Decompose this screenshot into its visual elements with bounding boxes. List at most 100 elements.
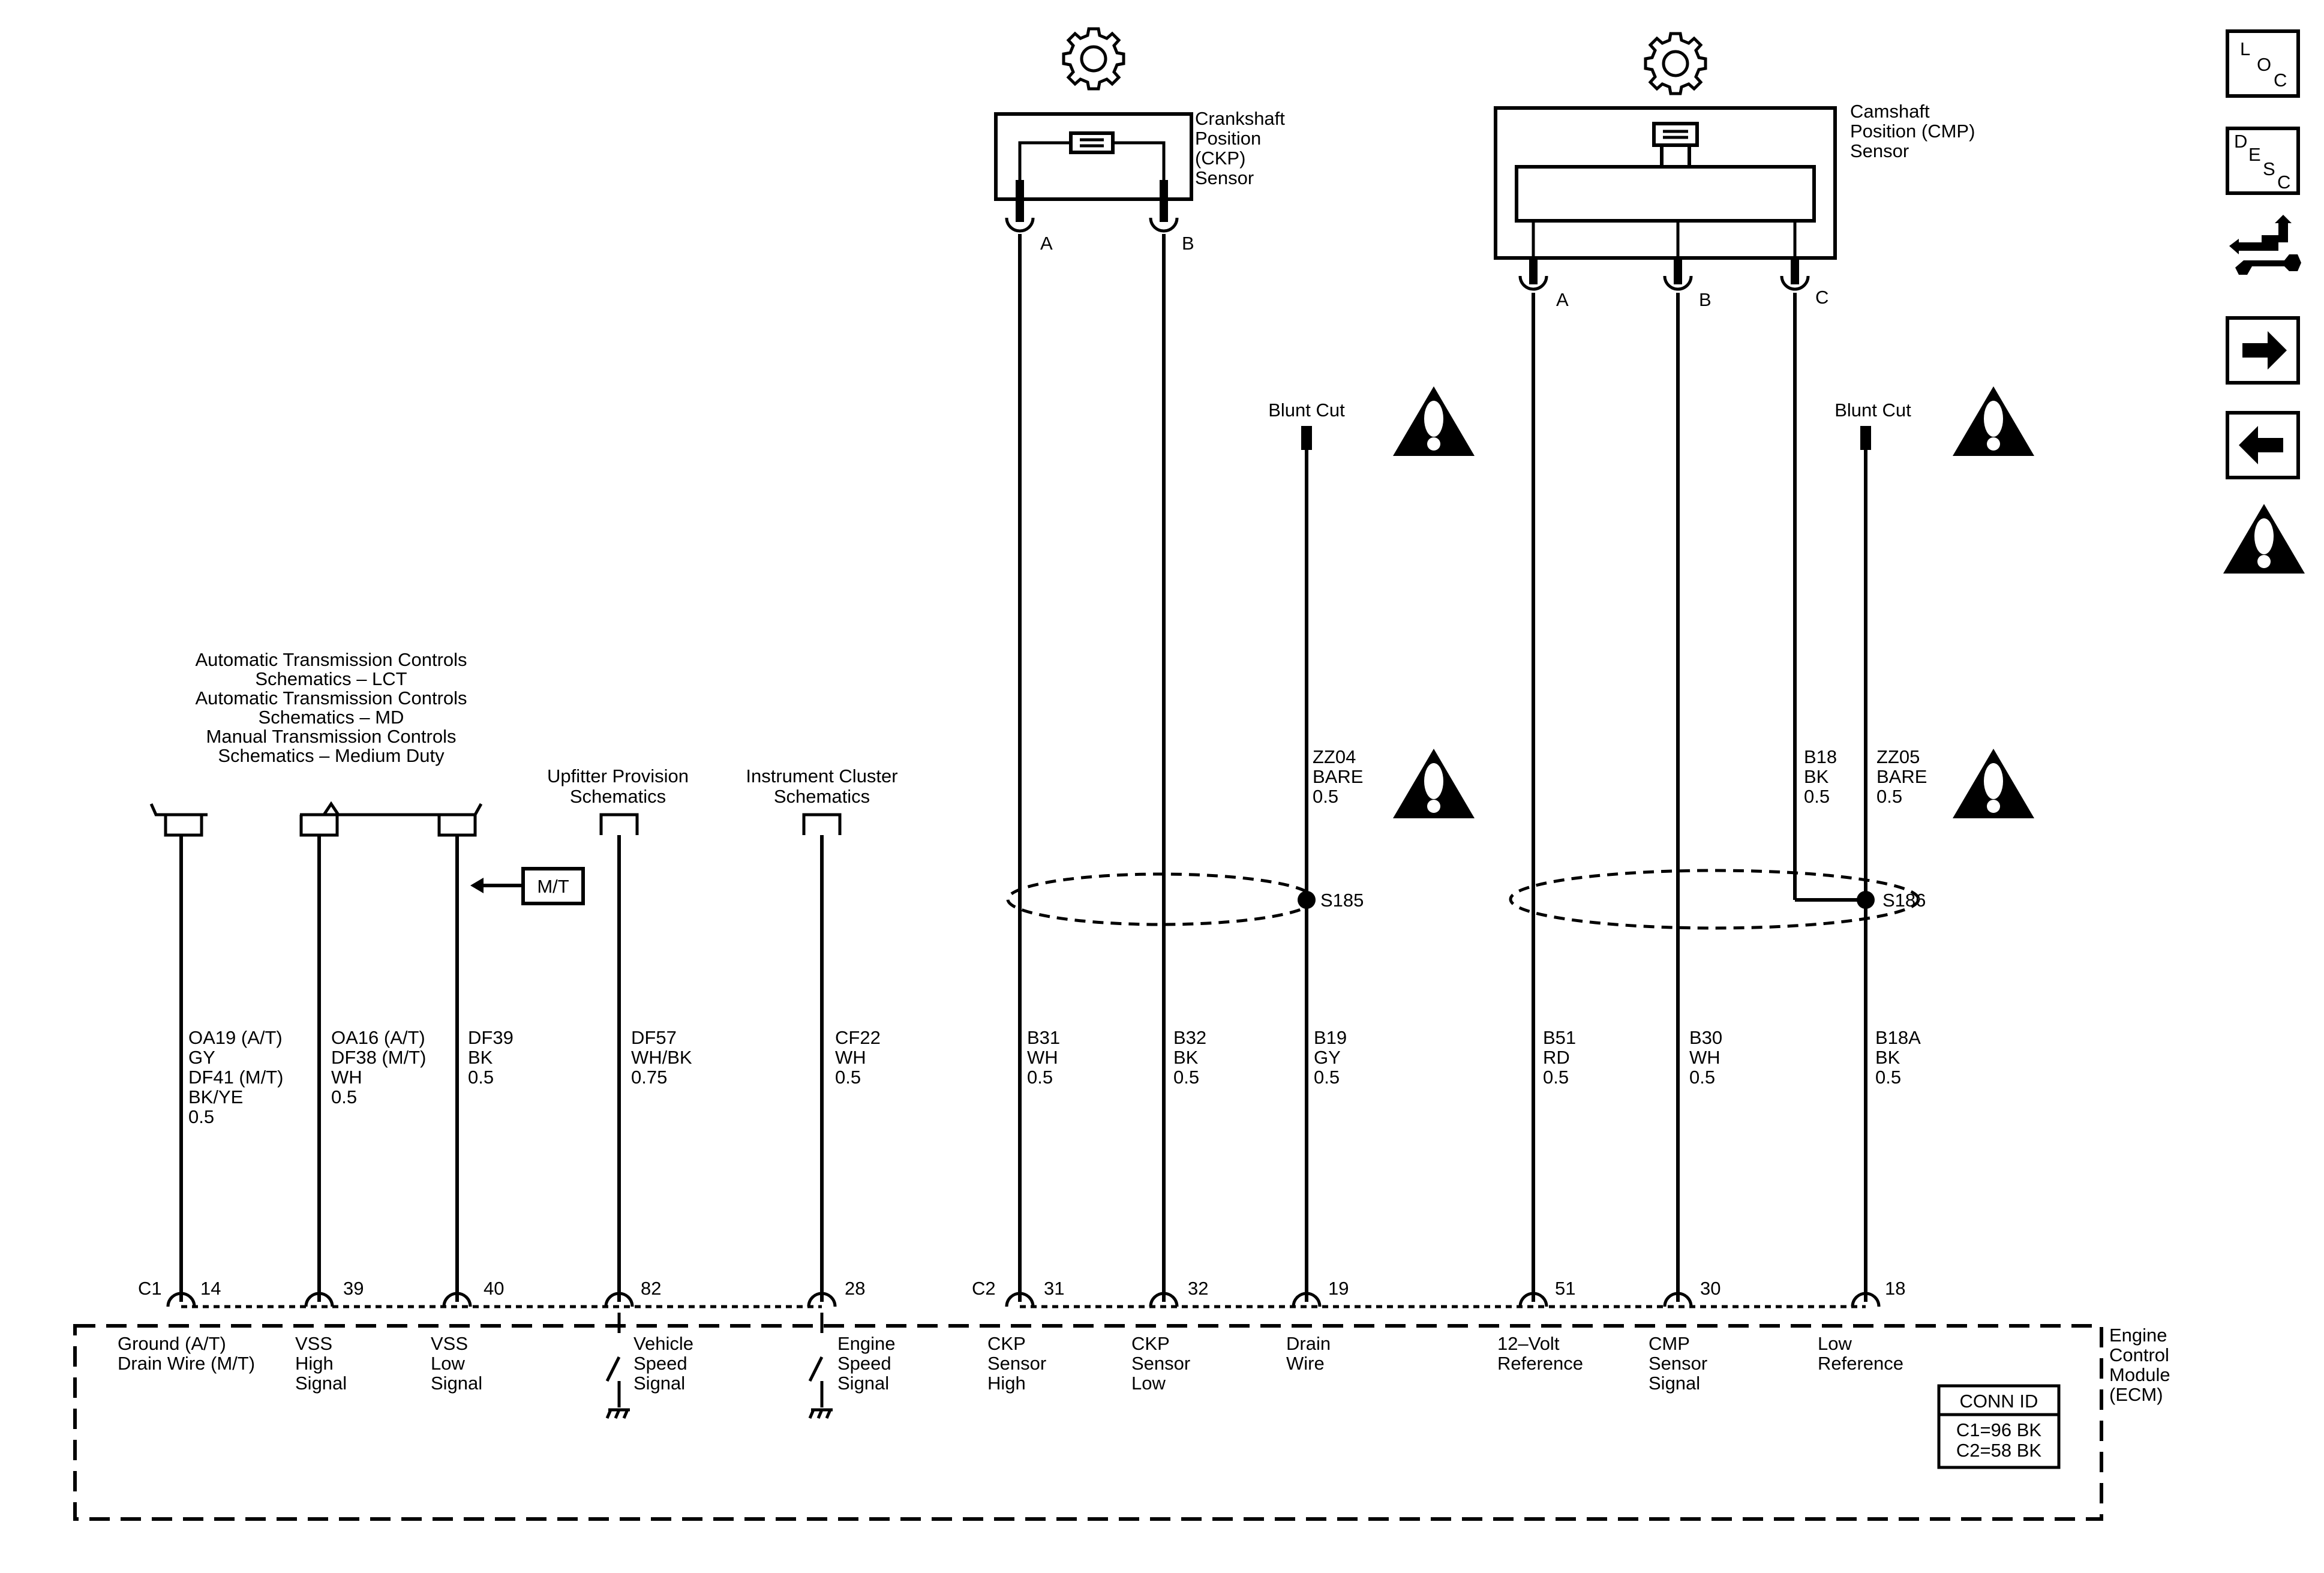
svg-text:D: D xyxy=(2234,131,2247,152)
conn-id-row: C2=58 BK xyxy=(1956,1440,2042,1461)
splice-dot xyxy=(1857,891,1875,909)
pin-number: 32 xyxy=(1188,1278,1208,1299)
warning-icon[interactable] xyxy=(2223,504,2305,574)
pin-label: C xyxy=(1815,287,1828,308)
pin-label: B xyxy=(1699,289,1712,310)
svg-text:C: C xyxy=(2277,172,2290,193)
schematic-reference-bracket[interactable] xyxy=(802,813,842,835)
sensor-element-icon xyxy=(1652,122,1699,147)
warning-icon[interactable] xyxy=(1953,749,2034,818)
loc-icon[interactable]: L O C xyxy=(2226,29,2300,98)
svg-text:S: S xyxy=(2263,158,2275,179)
svg-text:L: L xyxy=(2240,38,2250,59)
connector-label: C2 xyxy=(972,1278,996,1299)
pin-number: 31 xyxy=(1044,1278,1064,1299)
previous-page-icon[interactable] xyxy=(2226,411,2300,479)
splice-label: S186 xyxy=(1882,890,1926,911)
pin-number: 14 xyxy=(200,1278,221,1299)
connector-wrench-icon[interactable] xyxy=(2229,215,2301,275)
svg-text:M/T: M/T xyxy=(537,876,569,897)
gear-icon xyxy=(1064,29,1124,89)
internal-switch xyxy=(810,1313,833,1418)
desc-icon[interactable]: D E S C xyxy=(2226,127,2300,195)
conn-id-row: C1=96 BK xyxy=(1956,1419,2042,1440)
arrow-left-icon xyxy=(470,878,484,893)
pin-label: B xyxy=(1182,233,1194,254)
pin-number: 82 xyxy=(641,1278,661,1299)
shield-ellipse xyxy=(1006,872,1316,926)
svg-text:C: C xyxy=(2274,70,2287,91)
splice-dot xyxy=(1298,891,1316,909)
blunt-cut-label: Blunt Cut xyxy=(1834,400,1911,421)
blunt-cut-end xyxy=(1860,426,1871,450)
pin-function: Ground (A/T)Drain Wire (M/T) xyxy=(118,1333,255,1374)
pin-number: 40 xyxy=(484,1278,504,1299)
pin-number: 51 xyxy=(1555,1278,1575,1299)
conn-id-title: CONN ID xyxy=(1960,1391,2038,1412)
schematic-reference-bracket[interactable] xyxy=(599,813,639,835)
pin-number: 18 xyxy=(1885,1278,1905,1299)
splice-label: S185 xyxy=(1320,890,1364,911)
mt-option-tag: M/T xyxy=(470,867,585,905)
wires xyxy=(179,234,1867,1302)
svg-text:E: E xyxy=(2248,144,2261,165)
pin-number: 28 xyxy=(845,1278,865,1299)
pin-label: A xyxy=(1556,289,1569,310)
pin-label: A xyxy=(1040,233,1053,254)
pin-number: 19 xyxy=(1328,1278,1349,1299)
pin-number: 39 xyxy=(343,1278,364,1299)
arrow-right-icon xyxy=(2242,331,2287,370)
warning-icon[interactable] xyxy=(1953,386,2034,456)
sensor-element-icon xyxy=(1069,131,1115,154)
next-page-icon[interactable] xyxy=(2226,316,2300,385)
conn-id-table: CONN ID C1=96 BK C2=58 BK xyxy=(1937,1384,2061,1469)
blunt-cut-label: Blunt Cut xyxy=(1268,400,1345,421)
pin-number: 30 xyxy=(1700,1278,1721,1299)
warning-icon[interactable] xyxy=(1393,749,1475,818)
internal-switch xyxy=(607,1313,630,1418)
schematic-reference-bracket[interactable] xyxy=(149,801,483,837)
warning-icon[interactable] xyxy=(1393,386,1475,456)
svg-text:O: O xyxy=(2257,54,2271,75)
arrow-left-icon xyxy=(2239,426,2283,464)
ecm-pins: 14 39 40 82 28 31 32 19 51 30 18 xyxy=(168,1278,1905,1307)
shield-ellipse xyxy=(1509,869,1920,930)
connector-label: C1 xyxy=(138,1278,162,1299)
blunt-cut-end xyxy=(1301,426,1312,450)
gear-icon xyxy=(1646,34,1706,94)
